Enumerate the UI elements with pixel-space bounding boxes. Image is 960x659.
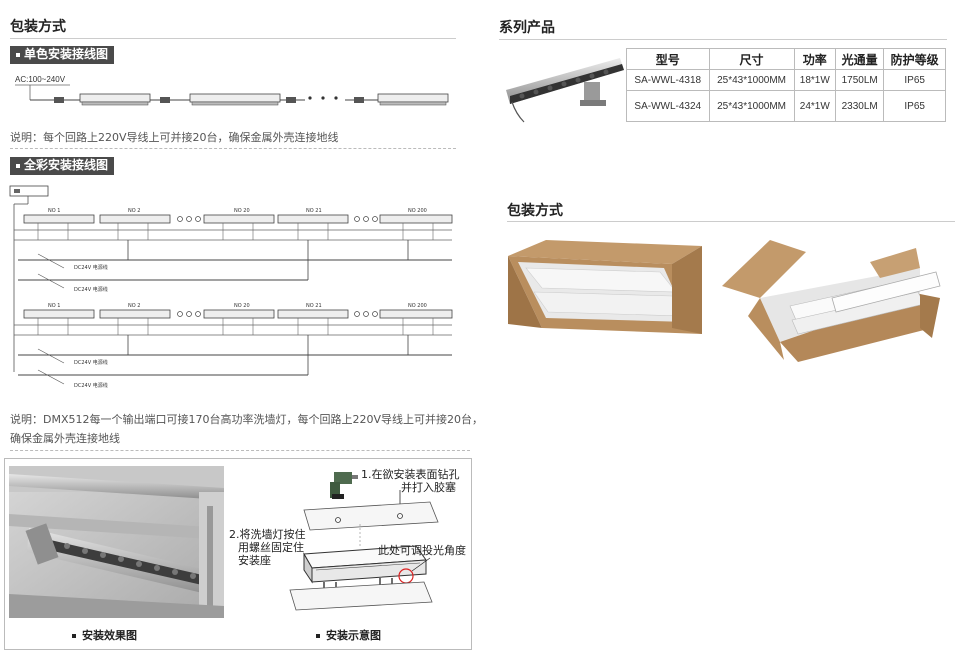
full-wiring-tag-label: 全彩安装接线图 bbox=[24, 158, 109, 172]
full-wiring-note-line1: 说明：DMX512每一个输出端口可接170台高功率洗墙灯，每个回路上220V导线… bbox=[10, 413, 484, 426]
row2-label-1: NO 1 bbox=[48, 303, 60, 309]
table-row: SA-WWL-4324 25*43*1000MM 24*1W 2330LM IP… bbox=[626, 90, 946, 122]
cell: 25*43*1000MM bbox=[708, 69, 795, 91]
step1-line1: 1.在欲安装表面钻孔 bbox=[361, 468, 460, 481]
table-row: SA-WWL-4318 25*43*1000MM 18*1W 1750LM IP… bbox=[626, 69, 946, 91]
cell: SA-WWL-4324 bbox=[626, 90, 710, 122]
full-note-divider bbox=[10, 450, 470, 451]
step2-line2: 用螺丝固定住 bbox=[238, 541, 304, 554]
packing-title: 包装方式 bbox=[507, 203, 563, 219]
installation-diagram bbox=[289, 472, 439, 611]
caption-effect-label: 安装效果图 bbox=[82, 629, 137, 642]
caption-effect: 安装效果图 bbox=[72, 627, 137, 643]
ac-label: AC:100~240V bbox=[15, 75, 66, 84]
row2-label-4: NO 21 bbox=[306, 303, 322, 309]
full-row-2: NO 1 NO 2 NO 20 NO 21 NO 200 DC24V 电源线 D… bbox=[14, 303, 453, 389]
row1-label-2: NO 2 bbox=[128, 208, 140, 214]
col-ip: 防护等级 bbox=[883, 48, 946, 70]
row2-cable-label-2: DC24V 电源线 bbox=[74, 382, 108, 389]
cell: 1750LM bbox=[835, 69, 885, 91]
left-section-title: 包装方式 bbox=[10, 19, 66, 35]
full-row-1: NO 1 NO 2 NO 20 NO 21 NO 200 DC24V 电源线 D… bbox=[14, 208, 453, 293]
single-light-bar-1 bbox=[79, 93, 151, 106]
single-wiring-tag: 单色安装接线图 bbox=[10, 46, 115, 64]
caption-diagram-label: 安装示意图 bbox=[326, 629, 381, 642]
single-wiring-diagram: AC:100~240V bbox=[15, 75, 449, 106]
col-flux: 光通量 bbox=[835, 48, 885, 70]
single-wiring-note: 说明：每个回路上220V导线上可并接20台，确保金属外壳连接地线 bbox=[10, 131, 339, 144]
cell: 18*1W bbox=[793, 69, 837, 91]
row1-label-4: NO 21 bbox=[306, 208, 322, 214]
cell: SA-WWL-4318 bbox=[626, 69, 710, 91]
full-wiring-tag: 全彩安装接线图 bbox=[10, 157, 115, 175]
single-note-divider bbox=[10, 148, 456, 149]
row1-label-1: NO 1 bbox=[48, 208, 60, 214]
single-light-bar-3 bbox=[377, 93, 449, 106]
row1-cable-label-2: DC24V 电源线 bbox=[74, 286, 108, 293]
cell: IP65 bbox=[883, 90, 946, 122]
cell: 2330LM bbox=[835, 90, 885, 122]
step1-line2: 并打入胶塞 bbox=[401, 481, 456, 494]
product-image bbox=[506, 58, 624, 123]
row2-cable-label-1: DC24V 电源线 bbox=[74, 359, 108, 366]
left-title-rule bbox=[10, 38, 456, 39]
row2-label-5: NO 200 bbox=[408, 303, 427, 309]
spec-table-header: 型号 尺寸 功率 光通量 防护等级 bbox=[626, 48, 946, 70]
packing-photo-open bbox=[722, 240, 941, 362]
installation-panel bbox=[4, 458, 472, 650]
single-light-bar-2 bbox=[189, 93, 281, 106]
full-wiring-diagram: NO 1 NO 2 NO 20 NO 21 NO 200 DC24V 电源线 D… bbox=[9, 185, 453, 389]
drill-icon bbox=[330, 472, 358, 499]
spec-table: 型号 尺寸 功率 光通量 防护等级 SA-WWL-4318 25*43*1000… bbox=[626, 48, 946, 122]
cell: IP65 bbox=[883, 69, 946, 91]
installation-effect-photo bbox=[9, 466, 224, 618]
row1-label-3: NO 20 bbox=[234, 208, 250, 214]
col-size: 尺寸 bbox=[708, 48, 795, 70]
caption-diagram: 安装示意图 bbox=[316, 627, 381, 643]
step2-line3: 安装座 bbox=[238, 554, 271, 567]
packing-title-rule bbox=[507, 221, 955, 222]
row2-label-3: NO 20 bbox=[234, 303, 250, 309]
col-model: 型号 bbox=[626, 48, 710, 70]
single-wiring-tag-label: 单色安装接线图 bbox=[24, 47, 109, 61]
full-wiring-note-line2: 确保金属外壳连接地线 bbox=[10, 432, 120, 445]
row1-cable-label-1: DC24V 电源线 bbox=[74, 264, 108, 271]
row1-label-5: NO 200 bbox=[408, 208, 427, 214]
step2-line1: 2.将洗墙灯按住 bbox=[229, 528, 306, 541]
col-power: 功率 bbox=[793, 48, 837, 70]
cell: 25*43*1000MM bbox=[708, 90, 795, 122]
series-title-rule bbox=[499, 39, 947, 40]
cell: 24*1W bbox=[793, 90, 837, 122]
series-title: 系列产品 bbox=[499, 20, 555, 36]
dmx-controller bbox=[9, 185, 49, 197]
row2-label-2: NO 2 bbox=[128, 303, 140, 309]
angle-adjust-note: 此处可调投光角度 bbox=[378, 544, 466, 557]
packing-photo-closed bbox=[508, 240, 702, 334]
